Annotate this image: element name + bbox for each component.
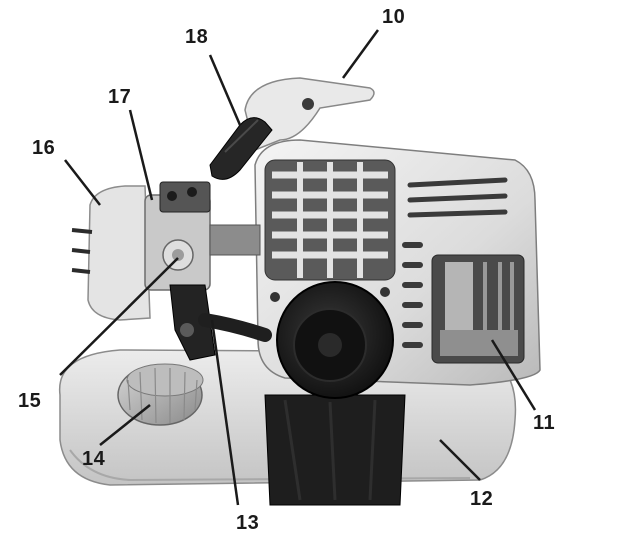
air-filter-cover (87, 185, 151, 321)
leader-16 (64, 159, 101, 206)
label-11: 11 (533, 412, 556, 434)
leader-13 (210, 319, 240, 506)
leader-lines (59, 29, 537, 506)
leader-17 (128, 109, 154, 201)
leader-12 (439, 439, 481, 481)
cooling-grille (264, 159, 396, 281)
side-vents (402, 177, 508, 348)
leader-18 (208, 54, 242, 126)
label-12: 12 (470, 488, 494, 510)
leader-15 (59, 257, 179, 376)
label-18: 18 (185, 26, 209, 48)
label-10: 10 (382, 6, 406, 28)
leader-14 (99, 404, 151, 446)
label-13: 13 (236, 512, 260, 534)
choke-lever (169, 284, 216, 361)
label-17: 17 (108, 86, 132, 108)
label-14: 14 (82, 448, 106, 470)
label-15: 15 (18, 390, 42, 412)
spark-plug-cap (209, 117, 273, 180)
leader-10 (341, 29, 380, 79)
leader-11 (490, 339, 537, 411)
top-handle (244, 77, 375, 152)
label-16: 16 (32, 137, 56, 159)
